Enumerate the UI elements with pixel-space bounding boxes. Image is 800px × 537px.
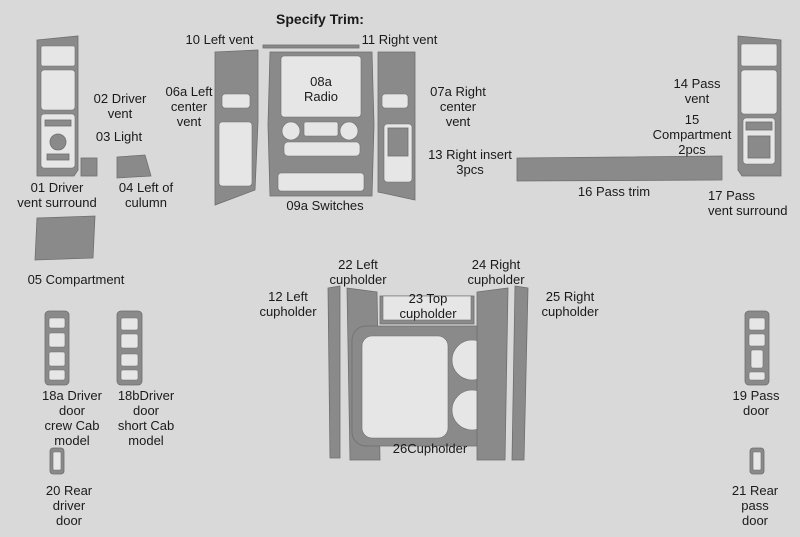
label-02-driver-vent: 02 Driver vent — [93, 91, 147, 121]
label-03-light: 03 Light — [95, 129, 143, 144]
piece-12-left-cupholder[interactable] — [327, 285, 341, 459]
label-26-cupholder: 26Cupholder — [392, 441, 468, 456]
label-05-compartment: 05 Compartment — [27, 272, 125, 287]
piece-06a-left-center-vent[interactable] — [214, 49, 259, 206]
piece-16-pass-trim[interactable] — [516, 155, 723, 182]
label-15-compartment: 15 Compartment 2pcs — [652, 112, 732, 157]
label-23-top-cupholder: 23 Top cupholder — [399, 291, 457, 321]
piece-03-light[interactable] — [80, 157, 98, 177]
piece-04-left-of-column[interactable] — [116, 154, 152, 179]
label-09a-switches: 09a Switches — [286, 198, 364, 213]
label-16-pass-trim: 16 Pass trim — [577, 184, 651, 199]
piece-18b-driver-door-short-cab[interactable] — [116, 310, 143, 386]
piece-24-right-cupholder[interactable] — [476, 287, 509, 461]
label-12-left-cupholder: 12 Left cupholder — [259, 289, 317, 319]
label-01-driver-vent-surround: 01 Driver vent surround — [17, 180, 97, 210]
piece-08a-radio[interactable] — [267, 51, 375, 197]
label-25-right-cupholder: 25 Right cupholder — [541, 289, 599, 319]
piece-25-right-cupholder[interactable] — [511, 285, 529, 461]
label-19-pass-door: 19 Pass door — [732, 388, 780, 418]
piece-07a-right-center-vent[interactable] — [377, 51, 416, 201]
piece-18a-driver-door-crew-cab[interactable] — [44, 310, 70, 386]
label-07a-right-center-vent: 07a Right center vent — [430, 84, 486, 129]
piece-05-compartment[interactable] — [34, 215, 96, 261]
piece-23-top-cupholder[interactable] — [379, 295, 475, 325]
piece-21-rear-pass-door[interactable] — [749, 447, 765, 475]
label-18b-driver-door-short-cab: 18bDriver door short Cab model — [117, 388, 175, 448]
piece-10-11-vent-strip[interactable] — [262, 44, 360, 49]
piece-17-pass-vent-surround[interactable] — [737, 35, 782, 177]
label-18a-driver-door-crew-cab: 18a Driver door crew Cab model — [42, 388, 102, 448]
label-14-pass-vent: 14 Pass vent — [673, 76, 721, 106]
piece-19-pass-door[interactable] — [744, 310, 770, 386]
label-17-pass-vent-surround: 17 Pass vent surround — [708, 188, 788, 218]
label-06a-left-center-vent: 06a Left center vent — [165, 84, 213, 129]
piece-01-driver-vent-surround[interactable] — [36, 35, 79, 177]
label-10-left-vent: 10 Left vent — [185, 32, 254, 47]
piece-26-cupholder[interactable] — [351, 325, 503, 447]
label-08a-radio: 08a Radio — [304, 74, 338, 104]
label-20-rear-driver-door: 20 Rear driver door — [45, 483, 93, 528]
label-21-rear-pass-door: 21 Rear pass door — [731, 483, 779, 528]
label-11-right-vent: 11 Right vent — [361, 32, 438, 47]
piece-20-rear-driver-door[interactable] — [49, 447, 65, 475]
label-13-right-insert: 13 Right insert 3pcs — [428, 147, 512, 177]
diagram-title: Specify Trim: — [276, 11, 364, 27]
label-22-left-cupholder: 22 Left cupholder — [329, 257, 387, 287]
label-24-right-cupholder: 24 Right cupholder — [467, 257, 525, 287]
label-04-left-of-column: 04 Left of culumn — [118, 180, 174, 210]
